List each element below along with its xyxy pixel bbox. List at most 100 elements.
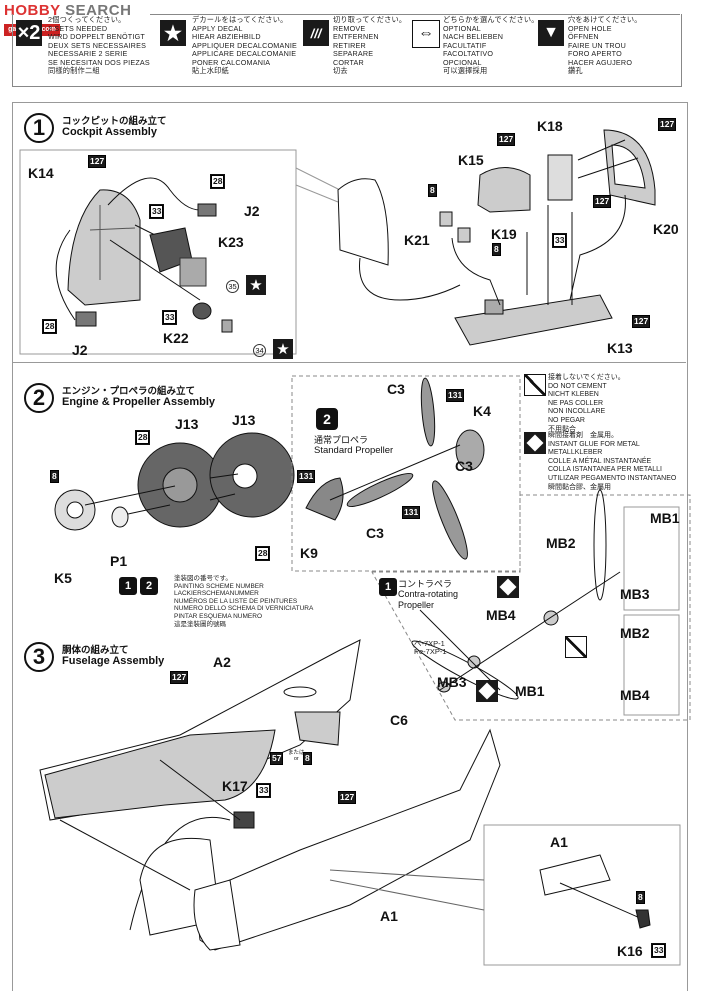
step-1-number: 1 bbox=[24, 113, 54, 143]
part-c3-top-shape bbox=[420, 377, 436, 447]
label-k20: K20 bbox=[653, 221, 679, 237]
inset-a1-k16 bbox=[483, 824, 681, 966]
step1-inset-frame bbox=[19, 149, 297, 355]
step-3-number: 3 bbox=[24, 642, 54, 672]
logo-brand-red: HOBBY bbox=[4, 2, 61, 19]
step-1-title-jp: コックピットの組み立て bbox=[62, 116, 167, 127]
label-k21: K21 bbox=[404, 232, 430, 248]
label-a1: A1 bbox=[380, 908, 398, 924]
inset-mb1-mb3 bbox=[623, 506, 680, 611]
contra-prop-jp: コントラペラ bbox=[398, 579, 453, 589]
label-k19: K19 bbox=[491, 226, 517, 242]
paint-28: 28 bbox=[41, 319, 58, 334]
paint-131: 131 bbox=[297, 470, 316, 483]
watermark-logo: HOBBY SEARCH bbox=[4, 2, 131, 19]
x2-icon: ×2 bbox=[16, 20, 42, 46]
label-c3: C3 bbox=[455, 458, 473, 474]
part-k15-shape bbox=[477, 167, 531, 213]
part-p1-shape bbox=[111, 506, 129, 528]
decal-35: 35 bbox=[226, 280, 239, 293]
paint-8: 8 bbox=[50, 470, 59, 483]
star-icon: ★ bbox=[160, 20, 186, 46]
optional-arrows-icon: ⇔ bbox=[412, 20, 440, 48]
part-k17-shape bbox=[233, 811, 255, 829]
legend-box bbox=[12, 14, 682, 87]
part-c6-shape bbox=[294, 711, 341, 746]
step-1-title-en: Cockpit Assembly bbox=[62, 126, 157, 138]
part-bulkhead-shape bbox=[337, 178, 389, 266]
arrow-k18-k20 bbox=[577, 139, 626, 161]
part-k16-shape bbox=[635, 909, 651, 929]
paint-33: 33 bbox=[551, 233, 568, 248]
part-c3-left-shape bbox=[346, 473, 414, 507]
label-k9: K9 bbox=[300, 545, 318, 561]
paint-28: 28 bbox=[254, 546, 271, 561]
label-k23: K23 bbox=[218, 234, 244, 250]
paint-127: 127 bbox=[170, 671, 189, 684]
step-2-number: 2 bbox=[24, 383, 54, 413]
part-mb4-shape bbox=[543, 610, 559, 626]
arrow-j2-top bbox=[107, 177, 201, 211]
label-j2: J2 bbox=[72, 342, 88, 358]
part-k18-shape bbox=[547, 154, 573, 201]
part-mb2-shape bbox=[593, 489, 607, 601]
star-icon: ★ bbox=[273, 339, 293, 359]
paint-8: 8 bbox=[303, 752, 312, 765]
label-mb1: MB1 bbox=[515, 683, 545, 699]
part-c3-right-shape bbox=[432, 480, 468, 560]
label-k17: K17 bbox=[222, 778, 248, 794]
paint-127: 127 bbox=[632, 315, 651, 328]
label-k5: K5 bbox=[54, 570, 72, 586]
paint-127: 127 bbox=[497, 133, 516, 146]
inset-mb2-mb4 bbox=[623, 614, 680, 716]
instant-glue-icon bbox=[497, 576, 519, 598]
paint-28: 28 bbox=[209, 174, 226, 189]
legend-top-rule bbox=[150, 14, 680, 15]
paint-127: 127 bbox=[658, 118, 677, 131]
paint-127: 127 bbox=[88, 155, 107, 168]
label-j2: J2 bbox=[244, 203, 260, 219]
scheme-2-badge: 2 bbox=[316, 408, 338, 430]
label-k22: K22 bbox=[163, 330, 189, 346]
instant-glue-icon bbox=[524, 432, 546, 454]
label-k16: K16 bbox=[617, 943, 643, 959]
paint-131: 131 bbox=[446, 389, 465, 402]
scheme-2-mark: 2 bbox=[140, 577, 158, 595]
standard-prop-jp: 通常プロペラ bbox=[314, 435, 369, 445]
star-icon: ★ bbox=[246, 275, 266, 295]
label-k18: K18 bbox=[537, 118, 563, 134]
contra-prop-en2: Propeller bbox=[398, 600, 435, 610]
no-cement-icon bbox=[524, 374, 546, 396]
arrow-engine bbox=[84, 485, 176, 506]
part-k14-shape bbox=[67, 189, 141, 306]
paint-8: 8 bbox=[428, 184, 437, 197]
standard-prop-box bbox=[291, 375, 521, 572]
no-cement-icon bbox=[565, 636, 587, 658]
paint-33: 33 bbox=[161, 310, 178, 325]
paint-57: 57 bbox=[270, 752, 284, 765]
arrow-j2-bottom bbox=[55, 229, 76, 321]
contra-prop-en1: Contra-rotating bbox=[398, 589, 459, 599]
step-2-title-jp: エンジン・プロペラの組み立て bbox=[62, 386, 196, 397]
label-c3: C3 bbox=[366, 525, 384, 541]
arrow-spinner bbox=[329, 444, 461, 501]
logo-brand-gray: SEARCH bbox=[65, 2, 132, 19]
label-k14: K14 bbox=[28, 165, 54, 181]
paint-131: 131 bbox=[402, 506, 421, 519]
label-k4: K4 bbox=[473, 403, 491, 419]
label-mb2: MB2 bbox=[546, 535, 576, 551]
contra-prop-box bbox=[371, 494, 691, 721]
paint-127: 127 bbox=[338, 791, 357, 804]
paint-8: 8 bbox=[636, 891, 645, 904]
label-k13: K13 bbox=[607, 340, 633, 356]
label-mb1: MB1 bbox=[650, 510, 680, 526]
part-k13-shape bbox=[454, 294, 613, 346]
label-mb4: MB4 bbox=[486, 607, 516, 623]
paint-28: 28 bbox=[134, 430, 151, 445]
